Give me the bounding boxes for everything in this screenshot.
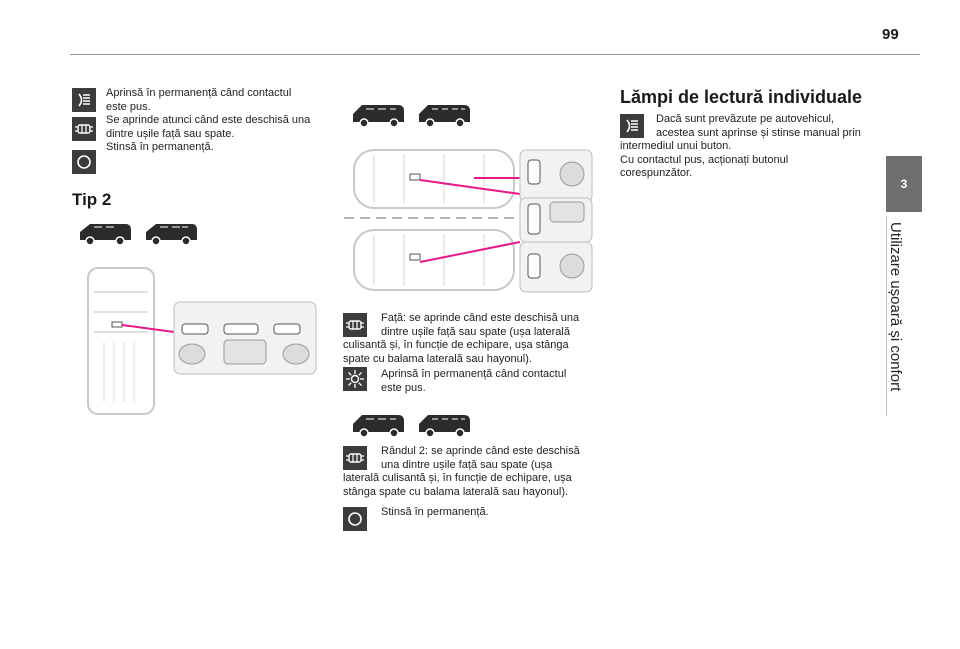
middle-text-line: laterală culisantă și, în funcție de ech… (343, 472, 572, 484)
side-rule (886, 216, 887, 416)
middle-text-line: Rândul 2: se aprinde când este deschisă (381, 445, 580, 457)
tip-heading: Tip 2 (72, 190, 112, 209)
chapter-tab[interactable]: 3 (886, 156, 922, 212)
middle-text-line: culisantă și, în funcție de echipare, uș… (343, 339, 569, 351)
door-lamp-icon (346, 320, 364, 330)
sun-icon (346, 370, 364, 388)
middle-text-line: dintre ușile față sau spate (ușa lateral… (381, 325, 570, 338)
middle-text-line: este pus. (381, 381, 426, 394)
lamp-on-icon (78, 93, 90, 107)
door-lamp-icon (75, 124, 93, 134)
left-text-line: Se aprinde atunci când este deschisă una (106, 114, 311, 126)
middle-text-line: Față: se aprinde când este deschisă una (381, 312, 580, 324)
icon-door-lamp (343, 446, 367, 470)
middle-text-line: spate cu balama laterală sau hayonul). (343, 352, 532, 365)
icon-lamp-on (72, 88, 96, 112)
icon-lamp-off (72, 150, 96, 174)
icon-lamp-on (620, 114, 644, 138)
middle-text-line: Stinsă în permanență. (381, 506, 489, 518)
middle-text-line: Aprinsă în permanență când contactul (381, 368, 567, 380)
lamp-on-icon (626, 119, 638, 133)
middle-text-line: una dintre ușile față sau spate (ușa (381, 458, 553, 471)
icon-door-lamp (343, 313, 367, 337)
right-text-line: Cu contactul pus, acționați butonul (620, 153, 789, 166)
top-rule (70, 54, 920, 55)
icon-sun (343, 367, 367, 391)
car-top-view-diagram (344, 149, 593, 293)
car-icon (419, 415, 470, 438)
door-lamp-icon (346, 453, 364, 463)
right-text-line: corespunzător. (620, 167, 693, 179)
icon-door-lamp (72, 117, 96, 141)
van-icon (146, 224, 197, 246)
car-icon (353, 415, 404, 438)
middle-text-line: stânga spate cu balama laterală sau hayo… (343, 485, 569, 498)
right-text-line: Dacă sunt prevăzute pe autovehicul, (656, 113, 834, 125)
right-text-line: intermediul unui buton. (620, 140, 732, 152)
left-text-line: Stinsă în permanență. (106, 141, 214, 153)
left-text-line: dintre ușile față sau spate. (106, 127, 235, 140)
chapter-title: Utilizare ușoară și confort (887, 222, 904, 392)
car-icon (353, 105, 404, 128)
chapter-number: 3 (900, 177, 908, 191)
lamp-off-icon (348, 512, 362, 526)
car-icon (419, 105, 470, 128)
van-icon (80, 224, 131, 246)
left-text-line: Aprinsă în permanență când contactul (106, 87, 292, 99)
page-number: 99 (882, 26, 899, 43)
left-text-line: este pus. (106, 100, 151, 113)
section-heading: Lămpi de lectură individuale (620, 87, 863, 107)
icon-lamp-off (343, 507, 367, 531)
right-text-line: acestea sunt aprinse și stinse manual pr… (656, 126, 861, 139)
lamp-off-icon (77, 155, 91, 169)
van-top-view-diagram (87, 267, 317, 415)
